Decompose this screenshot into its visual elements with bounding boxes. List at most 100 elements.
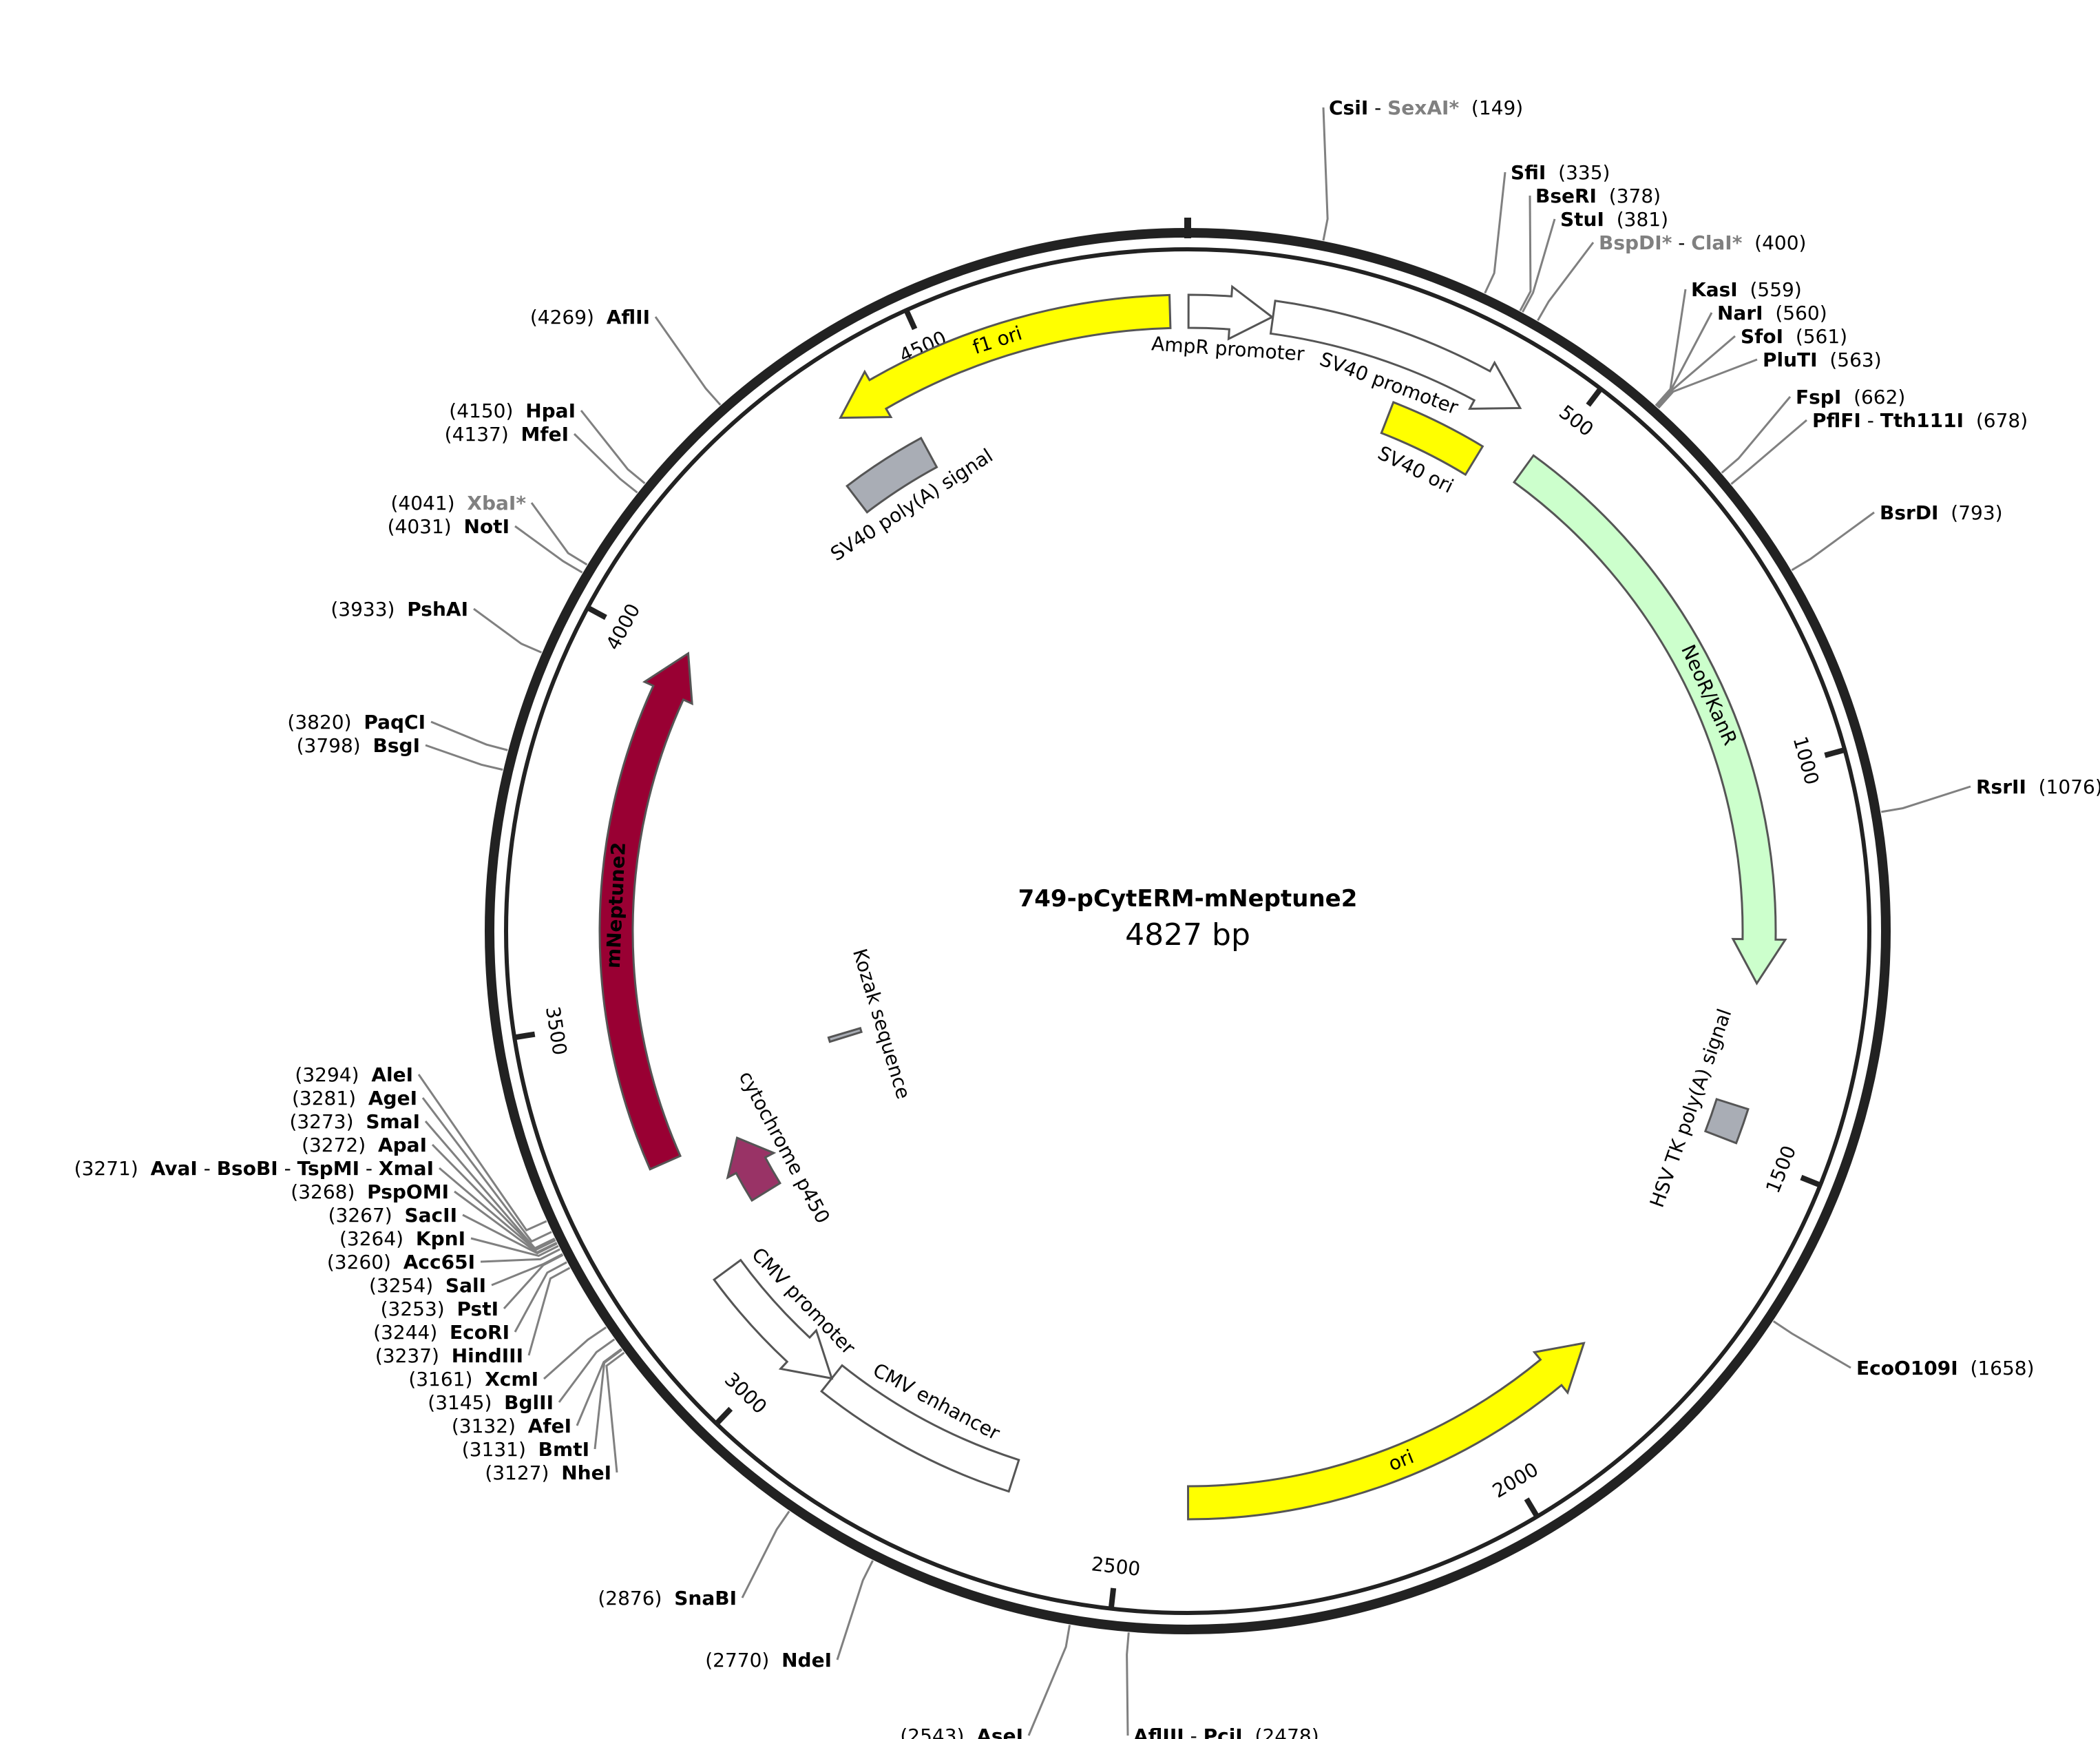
- restriction-site-label[interactable]: (3271) AvaI - BsoBI - TspMI - XmaI: [74, 1157, 434, 1180]
- feature-shape-cmv-enhancer[interactable]: [820, 1364, 1020, 1493]
- tick-mark: [515, 1031, 536, 1040]
- tick-mark: [1109, 1587, 1117, 1608]
- restriction-site-label[interactable]: (3132) AfeI: [452, 1415, 571, 1437]
- feature-shape-cmv-promoter[interactable]: [712, 1258, 834, 1380]
- site-label-part: (1076): [2026, 775, 2100, 798]
- restriction-site-label[interactable]: SfiI (335): [1511, 161, 1610, 184]
- restriction-site-label[interactable]: (3264) KpnI: [339, 1227, 465, 1250]
- restriction-site-label[interactable]: (2543) AseI: [900, 1725, 1023, 1739]
- site-label-part: -: [1368, 96, 1387, 119]
- restriction-site-label[interactable]: (3268) PspOMI: [291, 1180, 449, 1203]
- restriction-site-label[interactable]: (3161) XcmI: [408, 1368, 538, 1391]
- site-label-part: (3254): [369, 1274, 445, 1297]
- restriction-site-label[interactable]: (3933) PshAI: [330, 598, 468, 621]
- site-leader-line: [514, 525, 583, 574]
- site-label-part: (3264): [339, 1227, 416, 1250]
- restriction-site-label[interactable]: NarI (560): [1717, 302, 1827, 324]
- site-label-part: BspDI*: [1599, 231, 1672, 254]
- site-label-part: BseRI: [1535, 185, 1597, 207]
- restriction-site-label[interactable]: (4041) XbaI*: [391, 492, 527, 514]
- site-label-part: (2478): [1243, 1725, 1319, 1739]
- restriction-site-label[interactable]: (4031) NotI: [388, 515, 510, 538]
- feature-hsv-tk-poly-a-signal[interactable]: HSV TK poly(A) signal: [1646, 1006, 1750, 1210]
- restriction-site-label[interactable]: (3281) AgeI: [292, 1087, 417, 1110]
- feature-sv40-ori[interactable]: SV40 ori: [1374, 401, 1484, 498]
- restriction-site-label[interactable]: (3273) SmaI: [289, 1110, 420, 1133]
- feature-shape-sv40-ori[interactable]: [1380, 401, 1484, 477]
- restriction-site-label[interactable]: RsrII (1076): [1976, 775, 2100, 798]
- site-label-part: (2770): [705, 1649, 781, 1672]
- restriction-site-label[interactable]: (3267) SacII: [328, 1204, 457, 1227]
- site-label-part: PciI: [1204, 1725, 1243, 1739]
- feature-shape-f1-ori[interactable]: [839, 293, 1172, 419]
- restriction-site-label[interactable]: BseRI (378): [1535, 185, 1661, 207]
- feature-cmv-enhancer[interactable]: CMV enhancer: [820, 1359, 1020, 1493]
- restriction-site-label[interactable]: (3237) HindIII: [375, 1344, 523, 1367]
- restriction-site-label[interactable]: PluTI (563): [1763, 348, 1882, 371]
- restriction-site-label[interactable]: BspDI* - ClaI* (400): [1599, 231, 1806, 254]
- restriction-site-label[interactable]: EcoO109I (1658): [1856, 1357, 2035, 1379]
- restriction-site-label[interactable]: StuI (381): [1560, 208, 1668, 231]
- site-leader-line: [580, 410, 646, 484]
- site-label-part: (149): [1459, 96, 1523, 119]
- feature-shape-mneptune2[interactable]: [598, 652, 693, 1171]
- restriction-site-label[interactable]: (3294) AleI: [295, 1063, 413, 1086]
- feature-shape-kozak-sequence[interactable]: [827, 1027, 863, 1043]
- feature-shape-ampr-promoter[interactable]: [1187, 284, 1274, 341]
- feature-shape-hsv-tk-poly-a-signal[interactable]: [1703, 1098, 1750, 1145]
- site-label-part: (3260): [327, 1251, 403, 1273]
- restriction-site-label[interactable]: (3131) BmtI: [462, 1438, 589, 1461]
- restriction-site-label[interactable]: (3127) NheI: [485, 1461, 611, 1484]
- feature-shape-cytochrome-p450[interactable]: [726, 1136, 781, 1202]
- site-label-part: (3267): [328, 1204, 405, 1227]
- restriction-site-label[interactable]: (3145) BglII: [428, 1391, 554, 1414]
- restriction-site-label[interactable]: SfoI (561): [1741, 325, 1847, 348]
- restriction-site-labels: CsiI - SexAI* (149) SfiI (335)BseRI (378)…: [74, 96, 2100, 1739]
- restriction-site-label[interactable]: (4269) AflII: [530, 306, 650, 329]
- site-label-part: RsrII: [1976, 775, 2026, 798]
- restriction-site-label[interactable]: (3820) PaqCI: [287, 711, 426, 733]
- restriction-site-label[interactable]: (3260) Acc65I: [327, 1251, 475, 1273]
- feature-shape-neor-kanr[interactable]: [1512, 454, 1787, 986]
- restriction-site-label[interactable]: (3798) BsgI: [297, 734, 420, 757]
- restriction-site-label[interactable]: BsrDI (793): [1880, 501, 2003, 524]
- site-label-part: (3798): [297, 734, 373, 757]
- feature-mneptune2[interactable]: mNeptune2: [598, 652, 693, 1171]
- restriction-site-label[interactable]: (2770) NdeI: [705, 1649, 832, 1672]
- feature-shape-sv40-promoter[interactable]: [1269, 300, 1522, 410]
- site-label-part: (3820): [287, 711, 364, 733]
- site-label-part: Acc65I: [403, 1251, 475, 1273]
- site-label-part: (559): [1738, 278, 1802, 301]
- tick-mark: [904, 310, 918, 331]
- site-leader-line: [1880, 785, 1971, 813]
- restriction-site-label[interactable]: KasI (559): [1691, 278, 1802, 301]
- feature-cmv-promoter[interactable]: CMV promoter: [712, 1243, 860, 1380]
- restriction-site-label[interactable]: (3272) ApaI: [302, 1134, 427, 1156]
- feature-kozak-sequence[interactable]: Kozak sequence: [827, 946, 915, 1102]
- restriction-site-label[interactable]: (4150) HpaI: [449, 399, 576, 422]
- feature-cytochrome-p450[interactable]: cytochrome p450: [726, 1068, 834, 1227]
- restriction-site-label[interactable]: (4137) MfeI: [445, 423, 569, 446]
- restriction-site-label[interactable]: FspI (662): [1796, 386, 1905, 408]
- restriction-site-label[interactable]: PflFI - Tth111I (678): [1812, 409, 2028, 432]
- site-label-part: NheI: [561, 1461, 611, 1484]
- feature-shape-ori[interactable]: [1187, 1342, 1586, 1521]
- feature-shape-sv40-poly-a-signal[interactable]: [846, 437, 938, 514]
- tick-label: 2500: [1090, 1552, 1142, 1581]
- restriction-site-label[interactable]: (3244) EcoRI: [373, 1321, 510, 1344]
- restriction-site-label[interactable]: (3253) PstI: [381, 1298, 498, 1320]
- restriction-site-label[interactable]: (3254) SalI: [369, 1274, 486, 1297]
- site-leader-line: [491, 1253, 563, 1287]
- feature-f1-ori[interactable]: f1 ori: [839, 293, 1172, 419]
- restriction-site-label[interactable]: (2876) SnaBI: [598, 1587, 737, 1610]
- feature-ori[interactable]: ori: [1187, 1342, 1586, 1521]
- site-leader-line: [527, 1267, 571, 1356]
- tick-mark: [1586, 388, 1602, 407]
- restriction-site-label[interactable]: AflIII - PciI (2478): [1133, 1725, 1319, 1739]
- feature-sv40-poly-a-signal[interactable]: SV40 poly(A) signal: [826, 437, 997, 565]
- site-label-part: MfeI: [521, 423, 569, 446]
- tick-label: 2000: [1489, 1458, 1542, 1503]
- restriction-site-label[interactable]: CsiI - SexAI* (149): [1329, 96, 1523, 119]
- site-leader-line: [1656, 335, 1736, 408]
- site-leader-line: [1522, 218, 1556, 313]
